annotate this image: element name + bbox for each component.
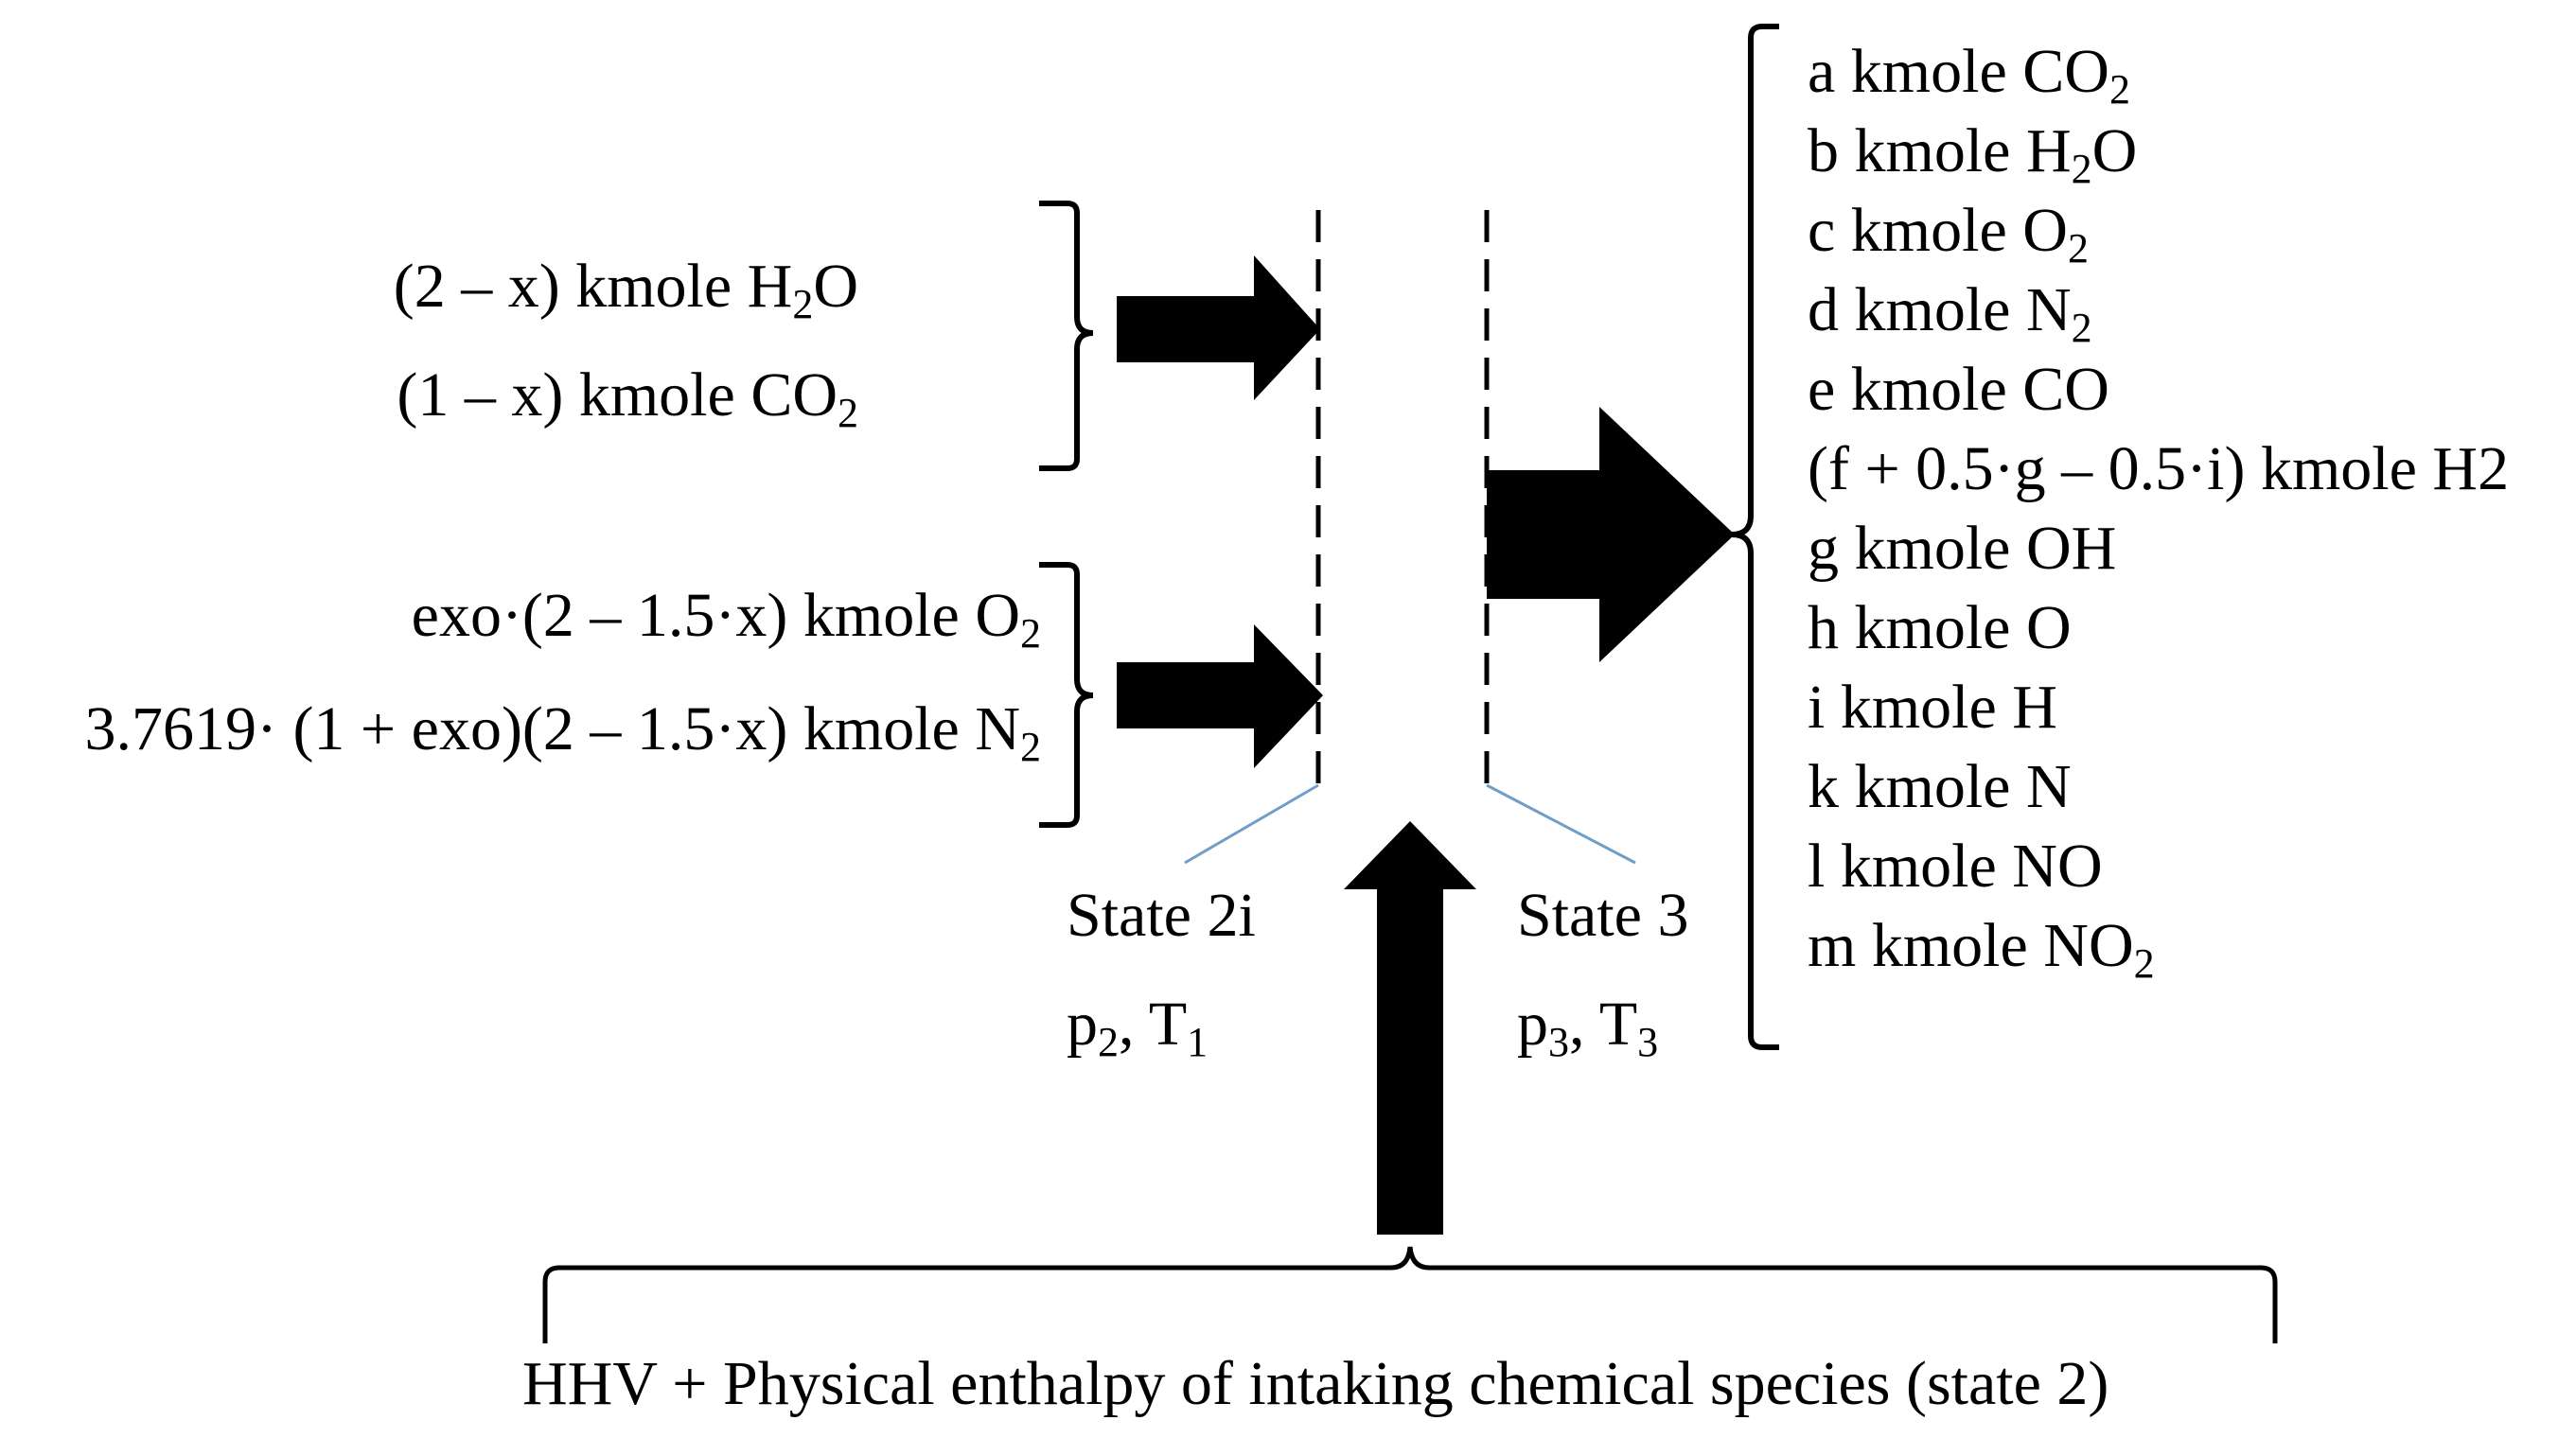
product-text: b kmole H	[1808, 116, 2072, 185]
input-co2-text: (1 – x) kmole CO	[397, 360, 838, 430]
brace-heat-input	[542, 1246, 2278, 1343]
input-h2o: (2 – x) kmole H2O	[393, 252, 858, 325]
input-h2o-text: (2 – x) kmole H	[393, 252, 793, 321]
state-2i-t-sub: 1	[1187, 1019, 1209, 1065]
product-sub: 2	[2133, 940, 2155, 987]
input-h2o-post: O	[813, 252, 858, 321]
product-text: k kmole N	[1808, 752, 2072, 821]
product-item: b kmole H2O	[1808, 112, 2509, 191]
product-post: O	[2091, 116, 2138, 185]
product-text: c kmole O	[1808, 196, 2068, 265]
product-item: k kmole N	[1808, 747, 2509, 827]
state-2i-leader	[1184, 783, 1319, 865]
input-n2: 3.7619· (1 + exo)(2 – 1.5·x) kmole N2	[84, 698, 1041, 768]
input-n2-text: 3.7619· (1 + exo)(2 – 1.5·x) kmole N	[84, 694, 1020, 763]
product-item: h kmole O	[1808, 588, 2509, 668]
product-item: g kmole OH	[1808, 509, 2509, 588]
state-2i-p: p	[1067, 990, 1098, 1059]
product-text: i kmole H	[1808, 673, 2057, 742]
product-item: m kmole NO2	[1808, 906, 2509, 986]
product-text: m kmole NO	[1808, 911, 2134, 980]
product-item: e kmole CO	[1808, 350, 2509, 430]
product-item: c kmole O2	[1808, 191, 2509, 271]
state-2i-label: State 2i	[1067, 881, 1256, 950]
product-text: a kmole CO	[1808, 37, 2109, 106]
product-item: i kmole H	[1808, 668, 2509, 747]
products-list: a kmole CO2 b kmole H2O c kmole O2 d kmo…	[1808, 32, 2509, 986]
state-2i-conditions: p2, T1	[1067, 990, 1208, 1063]
product-text: (f + 0.5·g – 0.5·i) kmole H2	[1808, 434, 2510, 503]
product-text: h kmole O	[1808, 593, 2072, 662]
heat-input-label: HHV + Physical enthalpy of intaking chem…	[522, 1349, 2109, 1418]
product-text: l kmole NO	[1808, 832, 2103, 901]
brace-bottom-inputs	[1039, 562, 1094, 828]
state-3-p: p	[1517, 990, 1548, 1059]
arrow-top-inlet	[1117, 255, 1320, 400]
input-co2: (1 – x) kmole CO2	[397, 364, 858, 434]
state-3-sep: ,	[1569, 990, 1599, 1059]
product-item: a kmole CO2	[1808, 32, 2509, 112]
arrow-bottom-inlet	[1117, 624, 1323, 768]
state-3-label: State 3	[1517, 881, 1689, 950]
state-3-leader	[1486, 783, 1636, 865]
brace-products	[1731, 24, 1779, 1050]
input-n2-sub: 2	[1020, 724, 1041, 770]
brace-top-inputs	[1039, 201, 1094, 471]
input-o2-text: exo·(2 – 1.5·x) kmole O	[411, 581, 1020, 650]
product-sub: 2	[2071, 305, 2092, 351]
state-2i-sep: ,	[1119, 990, 1149, 1059]
state-2i-p-sub: 2	[1098, 1019, 1119, 1065]
product-text: e kmole CO	[1808, 355, 2109, 424]
product-sub: 2	[2067, 225, 2089, 272]
state-3-t: T	[1598, 990, 1638, 1059]
input-o2: exo·(2 – 1.5·x) kmole O2	[412, 585, 1041, 655]
product-text: g kmole OH	[1808, 514, 2117, 583]
arrow-heat-input	[1344, 821, 1476, 1235]
state-2i-t: T	[1148, 990, 1188, 1059]
product-item: (f + 0.5·g – 0.5·i) kmole H2	[1808, 430, 2509, 509]
product-sub: 2	[2108, 66, 2130, 113]
input-co2-sub: 2	[838, 390, 858, 436]
product-sub: 2	[2071, 146, 2092, 192]
product-item: d kmole N2	[1808, 271, 2509, 350]
arrow-outlet	[1487, 407, 1735, 662]
state-3-p-sub: 3	[1548, 1019, 1569, 1065]
state-3-conditions: p3, T3	[1517, 990, 1658, 1063]
product-item: l kmole NO	[1808, 827, 2509, 906]
product-text: d kmole N	[1808, 275, 2072, 344]
state-3-t-sub: 3	[1637, 1019, 1659, 1065]
input-h2o-sub: 2	[792, 281, 814, 327]
input-o2-sub: 2	[1020, 610, 1041, 657]
